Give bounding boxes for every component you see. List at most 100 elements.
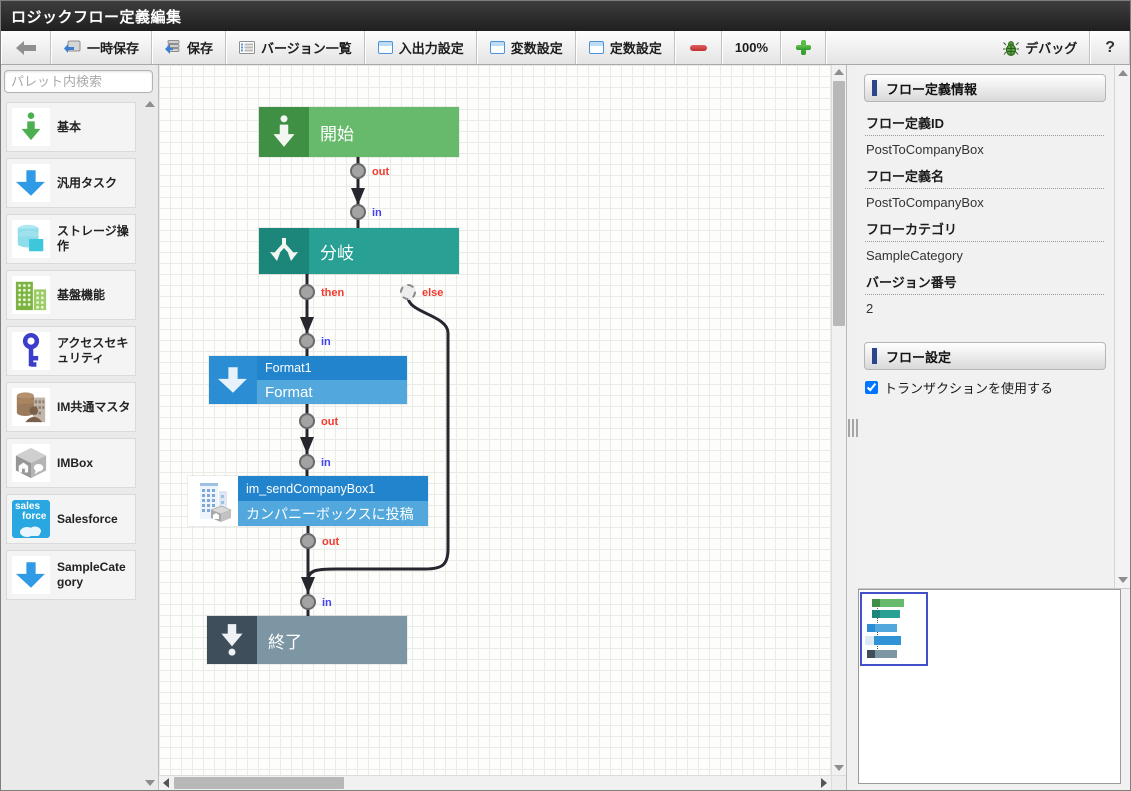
node-branch-label: 分岐	[320, 243, 354, 263]
back-button[interactable]	[1, 31, 51, 64]
temp-save-button[interactable]: 一時保存	[51, 31, 153, 64]
panel-splitter[interactable]	[846, 65, 858, 790]
bug-icon	[1003, 40, 1020, 56]
field-label: フロー定義名	[865, 159, 1104, 189]
flow-settings-section-header[interactable]: フロー設定	[864, 342, 1106, 370]
io-settings-button[interactable]: 入出力設定	[364, 31, 477, 64]
node-start[interactable]: 開始	[259, 107, 459, 157]
palette-item-label: IM共通マスタ	[57, 399, 131, 414]
blue-arrow-icon	[12, 556, 50, 594]
node-branch[interactable]: 分岐	[259, 228, 459, 274]
help-button[interactable]: ?	[1090, 31, 1130, 64]
palette-item-im-common-master[interactable]: IM共通マスタ	[6, 382, 136, 432]
port-end-in[interactable]	[300, 594, 316, 610]
palette-search-input[interactable]	[4, 70, 153, 93]
palette-list: 基本 汎用タスク	[1, 97, 142, 790]
scroll-down-icon[interactable]	[145, 780, 155, 786]
plus-icon	[796, 40, 812, 55]
port-start-out[interactable]	[350, 163, 366, 179]
node-format[interactable]: Format1 Format	[209, 356, 407, 404]
node-send-label: カンパニーボックスに投稿	[246, 505, 414, 522]
salesforce-icon-text-line1: sales	[15, 501, 41, 512]
scroll-up-icon[interactable]	[834, 69, 844, 75]
port-label-then: then	[321, 287, 345, 299]
building-icon	[188, 476, 238, 526]
palette-item-general-task[interactable]: 汎用タスク	[6, 158, 136, 208]
port-send-in[interactable]	[299, 454, 315, 470]
port-branch-then[interactable]	[299, 284, 315, 300]
zoom-in-button[interactable]	[781, 31, 827, 64]
temp-save-label: 一時保存	[87, 41, 140, 56]
save-label: 保存	[187, 41, 214, 56]
port-label-in: in	[372, 207, 382, 219]
field-flow-category: フローカテゴリ SampleCategory	[865, 212, 1104, 265]
back-arrow-icon	[16, 40, 36, 55]
field-label: フロー定義ID	[865, 106, 1104, 136]
field-label: バージョン番号	[865, 265, 1104, 295]
flow-settings-title: フロー設定	[886, 349, 952, 365]
node-end-label: 終了	[268, 632, 302, 652]
toolbar: 一時保存 保存 バージョン一覧 入出力設定	[1, 31, 1130, 65]
scroll-up-icon[interactable]	[1117, 70, 1128, 76]
canvas-vertical-scrollbar[interactable]	[831, 65, 846, 775]
zoom-level: 100%	[721, 31, 782, 64]
version-list-label: バージョン一覧	[261, 41, 352, 56]
zoom-out-button[interactable]	[674, 31, 722, 64]
palette-scrollbar[interactable]	[142, 97, 158, 790]
port-branch-in[interactable]	[350, 204, 366, 220]
field-version-number: バージョン番号 2	[865, 265, 1104, 318]
scroll-left-icon[interactable]	[163, 778, 169, 788]
palette-item-platform[interactable]: 基盤機能	[6, 270, 136, 320]
green-arrow-icon	[12, 108, 50, 146]
transaction-checkbox-row: トランザクションを使用する	[865, 378, 1104, 397]
flow-canvas[interactable]: 開始	[159, 65, 831, 775]
node-send-companybox[interactable]: im_sendCompanyBox1 カンパニーボックスに投稿	[188, 476, 428, 526]
palette-item-sample-category[interactable]: SampleCategory	[6, 550, 136, 600]
minimap[interactable]	[858, 589, 1121, 784]
port-label-in: in	[322, 597, 332, 609]
minimap-node-branch	[872, 610, 900, 618]
palette-item-imbox[interactable]: IMBox	[6, 438, 136, 488]
scroll-up-icon[interactable]	[145, 101, 155, 107]
port-send-out[interactable]	[300, 533, 316, 549]
key-icon	[12, 332, 50, 370]
splitter-grip-icon	[847, 418, 858, 437]
section-accent-bar	[872, 348, 877, 364]
port-format-out[interactable]	[299, 413, 315, 429]
save-button[interactable]: 保存	[152, 31, 227, 64]
scroll-down-icon[interactable]	[834, 765, 844, 771]
palette-list-wrap: 基本 汎用タスク	[1, 97, 158, 790]
minimap-node-send	[865, 636, 901, 645]
palette-item-salesforce[interactable]: sales force Salesforce	[6, 494, 136, 544]
node-end[interactable]: 終了	[207, 616, 407, 664]
properties-scrollbar[interactable]	[1114, 65, 1130, 588]
section-accent-bar	[872, 80, 877, 96]
port-label-in: in	[321, 457, 331, 469]
scrollbar-corner	[831, 775, 846, 790]
minimap-node-end	[867, 650, 897, 658]
constant-settings-button[interactable]: 定数設定	[575, 31, 675, 64]
palette-item-access-security[interactable]: アクセスセキュリティ	[6, 326, 136, 376]
format-icon	[209, 356, 257, 404]
scroll-down-icon[interactable]	[1117, 577, 1128, 583]
palette-item-basic[interactable]: 基本	[6, 102, 136, 152]
scroll-right-icon[interactable]	[821, 778, 827, 788]
version-list-button[interactable]: バージョン一覧	[226, 31, 365, 64]
flow-info-section-header[interactable]: フロー定義情報	[864, 74, 1106, 102]
port-label-out: out	[322, 536, 340, 548]
title-bar: ロジックフロー定義編集	[1, 1, 1130, 31]
debug-button[interactable]: デバッグ	[991, 31, 1091, 64]
vertical-scrollbar-thumb[interactable]	[833, 81, 845, 326]
transaction-checkbox[interactable]	[865, 381, 878, 394]
minimap-viewport[interactable]	[860, 592, 928, 666]
palette-item-label: IMBox	[57, 455, 93, 470]
palette-item-storage[interactable]: ストレージ操作	[6, 214, 136, 264]
node-format-label: Format	[265, 383, 313, 401]
port-branch-else[interactable]	[400, 284, 416, 300]
horizontal-scrollbar-thumb[interactable]	[174, 777, 344, 789]
port-format-in[interactable]	[299, 333, 315, 349]
palette-item-label: Salesforce	[57, 511, 118, 526]
variable-settings-button[interactable]: 変数設定	[476, 31, 576, 64]
canvas-horizontal-scrollbar[interactable]	[159, 775, 831, 790]
palette-item-label: アクセスセキュリティ	[57, 336, 129, 365]
